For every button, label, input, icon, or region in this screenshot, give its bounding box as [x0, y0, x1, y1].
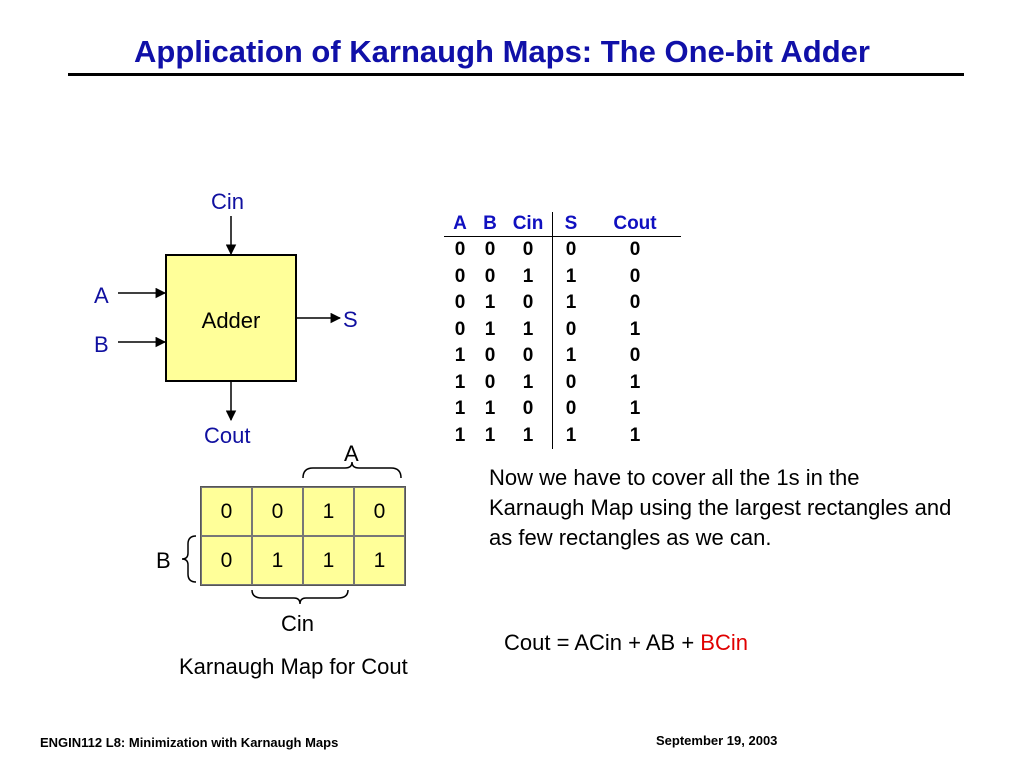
cell-cin: 1: [504, 422, 553, 449]
cell-s: 0: [565, 371, 577, 393]
kmap-cell: 0: [201, 536, 252, 585]
cell-s: 1: [565, 292, 577, 314]
b-label: B: [94, 332, 109, 357]
cell-a: 1: [454, 398, 466, 420]
cell-a: 0: [454, 239, 466, 261]
cell-s: 1: [565, 424, 577, 446]
cell-cout: 0: [629, 292, 641, 314]
cell-s: 1: [565, 345, 577, 367]
header-a: A: [444, 212, 476, 237]
a-brace: [302, 461, 402, 479]
kmap-cin-label: Cin: [281, 611, 315, 636]
kmap-caption: Karnaugh Map for Cout: [179, 654, 408, 679]
cell-b: 1: [484, 292, 496, 314]
kmap-b-label: B: [156, 548, 171, 573]
cell-cout: 0: [629, 345, 641, 367]
kmap-cell: 0: [252, 487, 303, 536]
cell-cout: 0: [629, 265, 641, 287]
cell-a: 0: [454, 292, 466, 314]
header-cout: Cout: [589, 212, 681, 237]
cell-b: 0: [484, 265, 496, 287]
karnaugh-map: 0 0 1 0 0 1 1 1: [200, 486, 406, 586]
kmap-cell: 0: [354, 487, 405, 536]
cell-a: 0: [454, 265, 466, 287]
cell-s: 0: [565, 239, 577, 261]
cout-label: Cout: [204, 423, 251, 448]
adder-block: Adder: [165, 254, 297, 382]
cell-cout: 1: [629, 371, 641, 393]
equation-highlight-term: BCin: [700, 630, 748, 655]
header-cin: Cin: [504, 212, 553, 237]
cell-cout: 1: [629, 398, 641, 420]
kmap-a-label: A: [344, 441, 359, 466]
kmap-cell: 1: [303, 487, 354, 536]
cell-a: 0: [454, 318, 466, 340]
kmap-cell: 1: [303, 536, 354, 585]
cell-b: 1: [484, 318, 496, 340]
title-divider: [68, 73, 964, 76]
cell-s: 1: [565, 265, 577, 287]
footer-date: September 19, 2003: [656, 733, 778, 748]
b-brace: [181, 535, 197, 583]
cell-cin: 0: [504, 396, 553, 423]
cell-b: 1: [484, 424, 496, 446]
cell-cout: 1: [629, 318, 641, 340]
cin-label: Cin: [211, 189, 245, 214]
cell-a: 1: [454, 371, 466, 393]
cell-cin: 0: [504, 343, 553, 370]
cell-b: 1: [484, 398, 496, 420]
cin-brace: [251, 589, 349, 605]
adder-label: Adder: [201, 308, 261, 333]
cell-cin: 0: [504, 290, 553, 317]
cell-b: 0: [484, 371, 496, 393]
cout-equation: Cout = ACin + AB + BCin: [504, 630, 748, 656]
page-title: Application of Karnaugh Maps: The One-bi…: [134, 34, 870, 69]
s-label: S: [343, 307, 358, 332]
cell-b: 0: [484, 239, 496, 261]
cell-cin: 0: [504, 236, 553, 264]
cell-cin: 1: [504, 369, 553, 396]
kmap-cell: 0: [201, 487, 252, 536]
cell-cin: 1: [504, 263, 553, 290]
cell-cout: 1: [629, 424, 641, 446]
kmap-cell: 1: [354, 536, 405, 585]
cell-a: 1: [454, 345, 466, 367]
kmap-cell: 1: [252, 536, 303, 585]
explanation-text: Now we have to cover all the 1s in the K…: [489, 465, 952, 550]
cell-a: 1: [454, 424, 466, 446]
truth-table-header: A B Cin S Cout: [444, 212, 681, 237]
equation-terms: Cout = ACin + AB +: [504, 630, 701, 655]
a-label: A: [94, 283, 109, 308]
header-s: S: [552, 212, 589, 237]
footer-course: ENGIN112 L8: Minimization with Karnaugh …: [40, 735, 339, 750]
cell-cin: 1: [504, 316, 553, 343]
cell-cout: 0: [629, 239, 641, 261]
cell-b: 0: [484, 345, 496, 367]
cell-s: 0: [565, 398, 577, 420]
cell-s: 0: [565, 318, 577, 340]
header-b: B: [476, 212, 504, 237]
